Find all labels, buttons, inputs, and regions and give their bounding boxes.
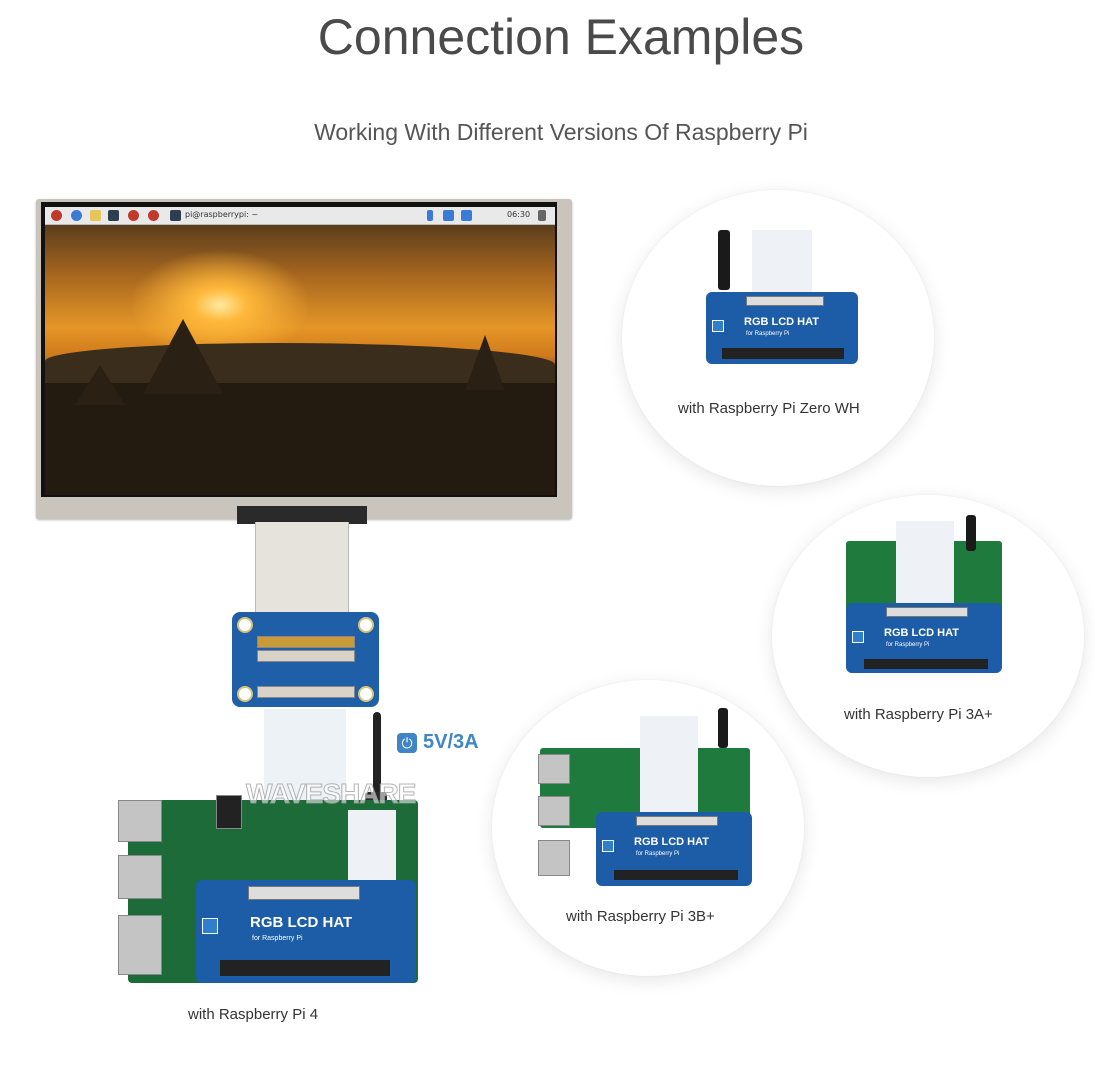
caption-pi-3b-plus: with Raspberry Pi 3B+	[566, 908, 715, 925]
raspberry-menu-icon	[51, 210, 62, 221]
power-cable	[373, 712, 381, 802]
usb-port	[118, 800, 162, 842]
taskbar-clock: 06:30	[507, 210, 531, 219]
gpio-header	[220, 960, 390, 976]
page-subtitle: Working With Different Versions Of Raspb…	[314, 119, 808, 145]
taskbar-window-title: pi@raspberrypi: ~	[185, 210, 259, 219]
fpc-adapter-board	[232, 612, 379, 707]
ffc-ribbon-cable	[264, 709, 346, 814]
app-icon	[128, 210, 139, 221]
hat-title: RGB LCD HAT	[250, 914, 353, 931]
rgb-lcd-hat-board: RGB LCD HAT for Raspberry Pi	[196, 880, 416, 983]
example-pi-3a-plus: RGB LCD HAT for Raspberry Pi with Raspbe…	[772, 495, 1084, 777]
lcd-fpc-tail	[237, 506, 367, 524]
eject-icon	[538, 210, 546, 221]
app-icon-2	[148, 210, 159, 221]
example-pi-zero-wh: RGB LCD HAT for Raspberry Pi with Raspbe…	[622, 190, 934, 486]
ethernet-port	[118, 915, 162, 975]
usb-port	[118, 855, 162, 899]
folder-icon	[90, 210, 101, 221]
desktop-taskbar: pi@raspberrypi: ~ 06:30	[45, 207, 555, 225]
fpc-ribbon-cable	[255, 522, 349, 614]
example-pi-3b-plus: RGB LCD HAT for Raspberry Pi with Raspbe…	[492, 680, 804, 976]
desktop-wallpaper	[45, 225, 555, 495]
caption-pi-zero-wh: with Raspberry Pi Zero WH	[678, 400, 860, 417]
caption-pi-3a-plus: with Raspberry Pi 3A+	[844, 706, 993, 723]
audio-jack	[216, 795, 242, 829]
wifi-icon	[443, 210, 454, 221]
brand-watermark: WAVESHARE	[245, 778, 416, 810]
browser-icon	[71, 210, 82, 221]
power-icon: ⏻	[397, 733, 417, 753]
terminal-window-icon	[170, 210, 181, 221]
volume-icon	[461, 210, 472, 221]
vcom-potentiometer	[202, 918, 218, 934]
power-spec-label: 5V/3A	[423, 731, 479, 753]
terminal-icon	[108, 210, 119, 221]
hat-subtitle: for Raspberry Pi	[252, 935, 303, 942]
caption-pi4: with Raspberry Pi 4	[188, 1006, 319, 1023]
bluetooth-icon	[427, 210, 433, 221]
page-title: Connection Examples	[317, 9, 805, 65]
